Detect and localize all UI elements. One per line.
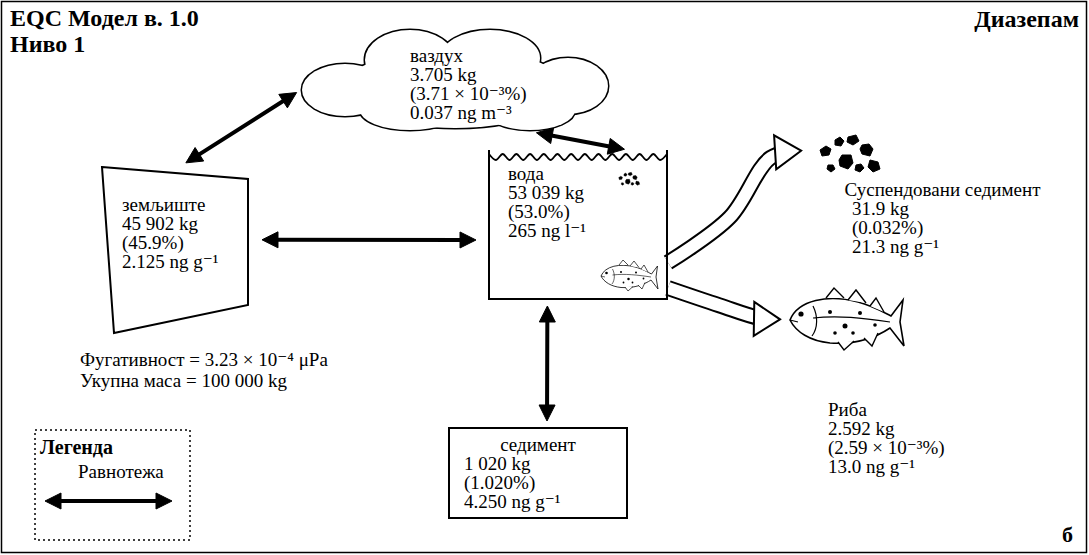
fish-compartment: Риба2.592 kg(2.59 × 10⁻³%)13.0 ng g⁻¹ (782, 287, 972, 478)
suspended-sediment-icon (820, 135, 880, 172)
level-label: Ниво 1 (10, 31, 85, 58)
compartment-text: ваздух (410, 46, 570, 65)
text-group: Суспендовани седимент31.9 kg(0.032%)21.3… (805, 130, 1080, 260)
air-compartment: ваздух3.705 kg(3.71 × 10⁻³%)0.037 ng m⁻³ (300, 28, 610, 132)
sediment-compartment: седимент1 020 kg(1.020%)4.250 ng g⁻¹ (448, 427, 628, 519)
text-group: земљиште45 902 kg(45.9%)2.125 ng g⁻¹ (100, 165, 250, 301)
compartment-text: земљиште (122, 195, 232, 214)
container-wall (489, 150, 667, 299)
arrowhead (279, 93, 297, 108)
equilibrium-line (45, 499, 172, 503)
arrowhead (754, 302, 780, 336)
soil-quad (102, 167, 248, 333)
compartment-text: 2.592 kg (828, 419, 964, 438)
hollow-arrow-core (668, 151, 801, 263)
compartment-text: (53.0%) (508, 202, 648, 221)
equilibrium-line (186, 93, 297, 163)
transfer-arrow (668, 135, 801, 262)
legend-heading: Легенда (40, 436, 113, 459)
compartment-text: (3.71 × 10⁻³%) (410, 84, 570, 103)
compartment-text: 1 020 kg (464, 454, 612, 473)
compartment-text: 3.705 kg (410, 65, 570, 84)
panel-letter: б (1062, 522, 1073, 548)
hollow-arrow-outline (668, 151, 801, 263)
equilibrium-arrow (262, 232, 476, 248)
legend-sample (45, 493, 172, 509)
arrowhead (262, 232, 278, 248)
arrowhead (45, 493, 61, 509)
label-slot: б (1062, 522, 1073, 548)
compartment-text: 13.0 ng g⁻¹ (828, 457, 964, 476)
compartment-text: 45 902 kg (122, 214, 232, 233)
compartment-text: (0.032%) (852, 218, 1076, 237)
connector-guide (262, 239, 476, 240)
connector-guide (186, 93, 297, 163)
compartment-text: (2.59 × 10⁻³%) (828, 438, 964, 457)
fish-illustration (790, 288, 904, 350)
total-mass-note: Укупна маса = 100 000 kg (80, 370, 287, 392)
compartment-text: 0.037 ng m⁻³ (410, 103, 570, 122)
compartment-text: 53 039 kg (508, 183, 648, 202)
text-group: седимент1 020 kg(1.020%)4.250 ng g⁻¹ (450, 429, 626, 517)
compartment-text: 21.3 ng g⁻¹ (852, 237, 1076, 256)
label-slot: Укупна маса = 100 000 kg (80, 370, 287, 392)
soil-compartment: земљиште45 902 kg(45.9%)2.125 ng g⁻¹ (100, 165, 250, 335)
arrowhead (186, 148, 204, 163)
equilibrium-line (545, 306, 549, 421)
equilibrium-arrow (536, 128, 624, 154)
arrowhead (539, 306, 555, 322)
water-particle-icon (619, 172, 640, 185)
equilibrium-arrow (186, 93, 297, 163)
compartment-text: 31.9 kg (852, 199, 1076, 218)
text-group: ваздух3.705 kg(3.71 × 10⁻³%)0.037 ng m⁻³ (300, 28, 610, 132)
connector-guide (547, 306, 548, 421)
water-surface (489, 154, 667, 160)
arrowhead (460, 232, 476, 248)
equilibrium-line (262, 238, 476, 242)
label-slot: Легенда (40, 436, 113, 459)
compartment-text: вода (508, 164, 648, 183)
arrowhead (774, 135, 801, 169)
compartment-text: 265 ng l⁻¹ (508, 221, 648, 240)
legend-text: Равнотежа (78, 461, 164, 483)
text-group: вода53 039 kg(53.0%)265 ng l⁻¹ (488, 150, 668, 250)
legend-frame (35, 430, 190, 540)
title-slot: EQC Модел в. 1.0 (10, 5, 199, 32)
compartment-text: седимент (464, 435, 612, 454)
water-compartment: вода53 039 kg(53.0%)265 ng l⁻¹ (488, 150, 668, 300)
compartment-text: Суспендовани седимент (809, 180, 1076, 199)
fugacity-note: Фугативност = 3.23 × 10⁻⁴ μPa (80, 348, 328, 371)
legend-row: Равнотежа (78, 461, 164, 483)
water-fish-icon (601, 260, 658, 291)
text-group: Риба2.592 kg(2.59 × 10⁻³%)13.0 ng g⁻¹ (782, 287, 972, 478)
substance-name: Диазепам (974, 6, 1079, 33)
suspended-sediment-compartment: Суспендовани седимент31.9 kg(0.032%)21.3… (805, 130, 1080, 262)
compartment-text: 4.250 ng g⁻¹ (464, 492, 612, 511)
diagram-title: EQC Модел в. 1.0 (10, 5, 199, 32)
compartment-text: Риба (828, 400, 964, 419)
arrowhead (607, 138, 624, 154)
arrowhead (156, 493, 172, 509)
label-slot: Ниво 1 (10, 31, 85, 58)
label-slot: Фугативност = 3.23 × 10⁻⁴ μPa (80, 348, 328, 371)
arrowhead (539, 405, 555, 421)
compartment-text: (45.9%) (122, 233, 232, 252)
connector-guide (45, 501, 172, 502)
equilibrium-arrow (539, 306, 555, 421)
compartment-text: (1.020%) (464, 473, 612, 492)
connector-guide (668, 151, 801, 263)
label-slot: Диазепам (974, 6, 1079, 33)
transfer-arrow (668, 288, 780, 336)
compartment-text: 2.125 ng g⁻¹ (122, 252, 232, 271)
